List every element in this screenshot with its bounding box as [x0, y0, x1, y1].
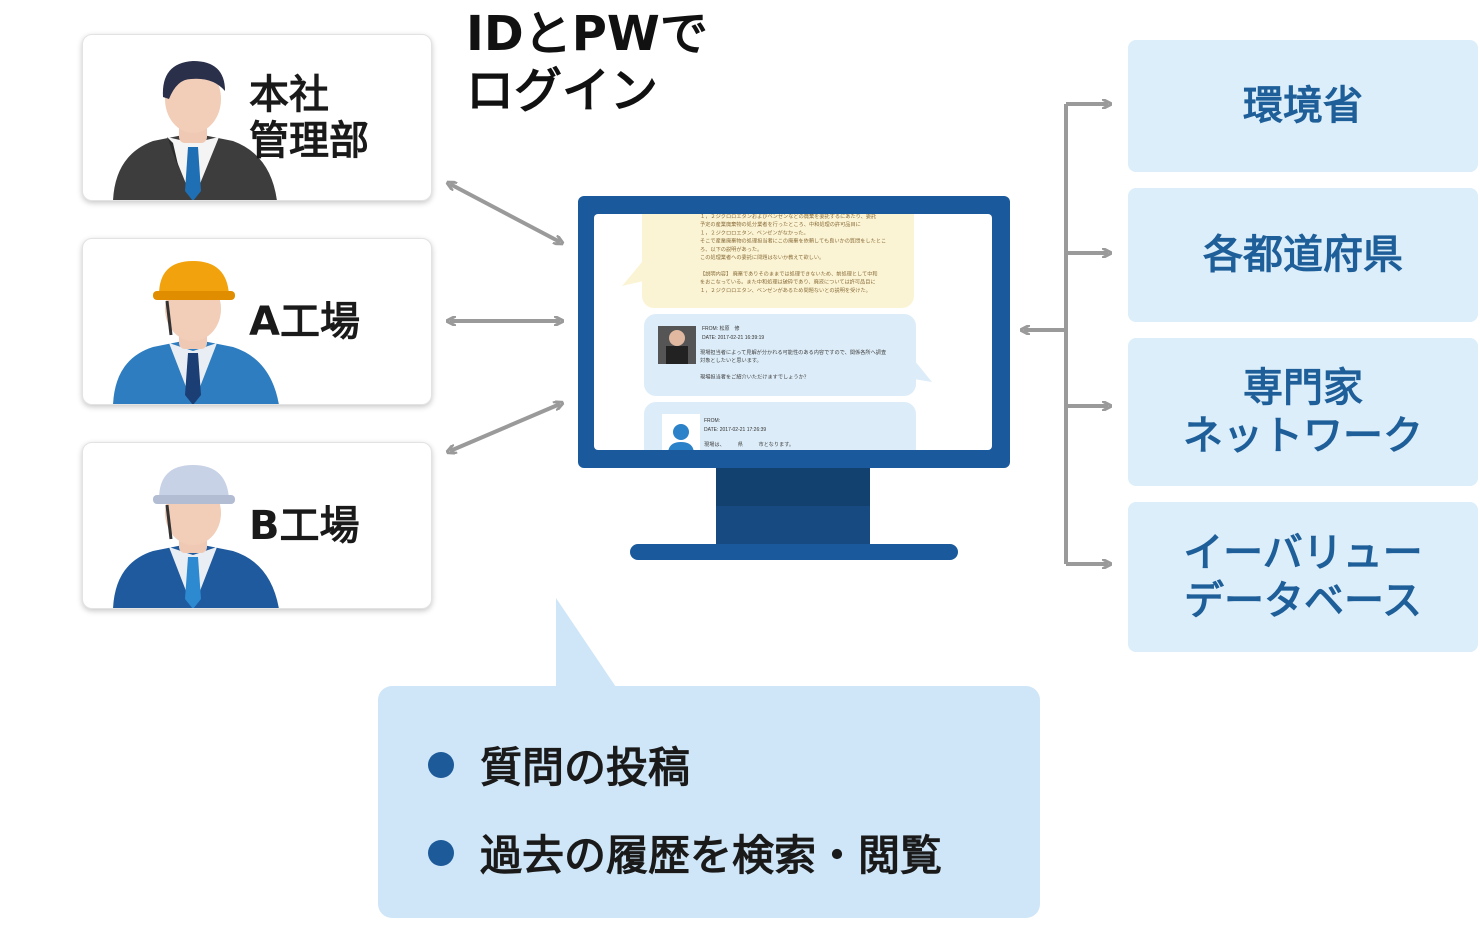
manager-person-icon: [113, 61, 277, 200]
org-box-prefectures: 各都道府県: [1128, 188, 1478, 322]
feature-item-post-question: 質問の投稿: [428, 734, 690, 795]
answer-text: 現場は、 県 市となります。: [704, 440, 794, 448]
user-label-headquarters: 本社 管理部: [249, 71, 369, 164]
chat-text-line: をおこなっている。また中和処理は破砕であり、廃液については許可品目に: [700, 278, 876, 286]
chat-text-line: 現場担当者をご紹介いただけますでしょうか？: [700, 373, 809, 381]
chat-text-line: 予定の産業廃棄物の処分業者を行ったところ、中和処理の許可品目に: [700, 220, 861, 228]
org-box-ministry: 環境省: [1128, 40, 1478, 172]
chat-text-line: この処理業者への委託に問題はないか教えて欲しい。: [700, 253, 824, 261]
user-card-factory-b: B工場: [82, 442, 432, 609]
chat-text-line: ろ、以下の説明があった。: [700, 245, 762, 253]
chat-text-line: １，２ジクロロエタン、ベンゼンがあるため問題ないとの説明を受けた。: [700, 286, 871, 294]
feature-label: 過去の履歴を検索・閲覧: [480, 831, 943, 880]
worker-orange-helmet-icon: [113, 261, 279, 404]
feature-label: 質問の投稿: [480, 743, 691, 792]
answer-date: DATE: 2017-02-21 17:26:39: [704, 427, 766, 433]
chat-text-line: 現場担当者によって見解が分かれる可能性のある内容ですので、関係各所へ調査: [700, 348, 886, 356]
worker-gray-helmet-icon: [113, 465, 279, 608]
user-card-factory-a: A工場: [82, 238, 432, 405]
chat-screen: １，２ジクロロエタンおよびベンゼンなどの廃棄を委託するにあたり、委託予定の産業廃…: [622, 212, 932, 450]
chat-message-question-text: １，２ジクロロエタンおよびベンゼンなどの廃棄を委託するにあたり、委託予定の産業廃…: [700, 212, 886, 294]
bullet-icon: [428, 839, 454, 866]
connector-tree: [1024, 104, 1108, 564]
chat-text-line: １，２ジクロロエタンおよびベンゼンなどの廃棄を委託するにあたり、委託: [700, 212, 876, 220]
reply-from: FROM: 松原 修: [702, 325, 740, 332]
org-box-expert-network: 専門家 ネットワーク: [1128, 338, 1478, 486]
arrow-headquarters: [450, 184, 560, 242]
chat-message-answer: [644, 402, 916, 450]
chat-text-line: そこで産業廃棄物の処理担当者にこの廃棄を依頼しても良いかの質問をしたとこ: [700, 237, 886, 245]
bullet-icon: [428, 751, 454, 778]
chat-message-question: [642, 214, 914, 308]
org-box-evalue-database: イーバリュー データベース: [1128, 502, 1478, 652]
chat-text-line: 対象としたいと思います。: [700, 356, 762, 364]
chat-text-line: 【説明内容】 廃棄でありそのままでは処理できないため、前処理として中和: [700, 269, 878, 277]
feature-item-search-history: 過去の履歴を検索・閲覧: [428, 822, 942, 883]
user-card-headquarters: 本社 管理部: [82, 34, 432, 201]
login-label: IDとPWで ログイン: [466, 6, 708, 119]
chat-message-reply-text: 現場担当者によって見解が分かれる可能性のある内容ですので、関係各所へ調査対象とし…: [700, 348, 886, 381]
chat-text-line: １，２ジクロロエタン、ベンゼンがなかった。: [700, 228, 809, 236]
user-label-factory-b: B工場: [249, 502, 360, 549]
arrow-factory-b: [450, 404, 560, 451]
answer-from: FROM:: [704, 418, 720, 424]
user-label-factory-a: A工場: [249, 298, 360, 345]
chat-message-reply: [644, 314, 916, 396]
reply-date: DATE: 2017-02-21 16:39:19: [702, 335, 764, 341]
feature-bubble: [378, 686, 1040, 918]
